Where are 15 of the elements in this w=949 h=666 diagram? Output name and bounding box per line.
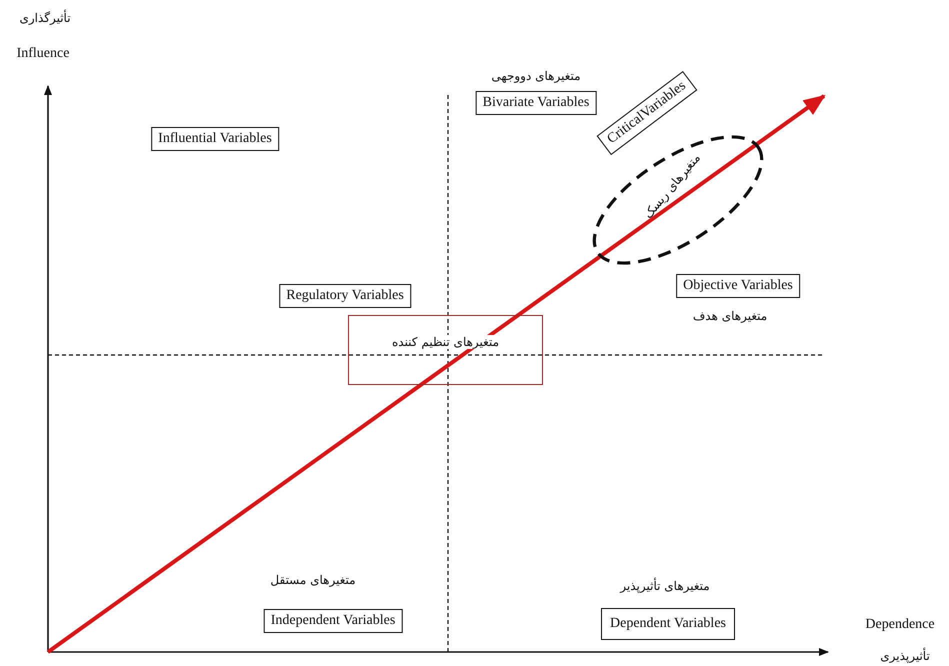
box-heading: متغیرهای دووجهی	[491, 69, 581, 83]
variable-box: Influential Variables	[151, 127, 279, 151]
box-heading: متغیرهای تأثیرپذیر	[620, 579, 710, 593]
variable-box: Regulatory Variables	[279, 284, 411, 308]
box-label: متغیرهای تنظیم کننده	[390, 335, 502, 349]
axis-label: تأثیرگذاری	[19, 11, 71, 25]
variable-box: Dependent Variables	[601, 608, 735, 640]
box-heading: متغیرهای هدف	[692, 309, 768, 323]
axis-label: Dependence	[865, 617, 935, 633]
variable-box: Objective Variables	[676, 274, 800, 298]
axis-label: تأثیرپذیری	[880, 649, 930, 663]
variable-box: Independent Variables	[264, 609, 402, 633]
axis-label: Influence	[16, 46, 70, 62]
box-heading: متغیرهای مستقل	[270, 573, 356, 587]
variable-box: Bivariate Variables	[476, 91, 596, 115]
